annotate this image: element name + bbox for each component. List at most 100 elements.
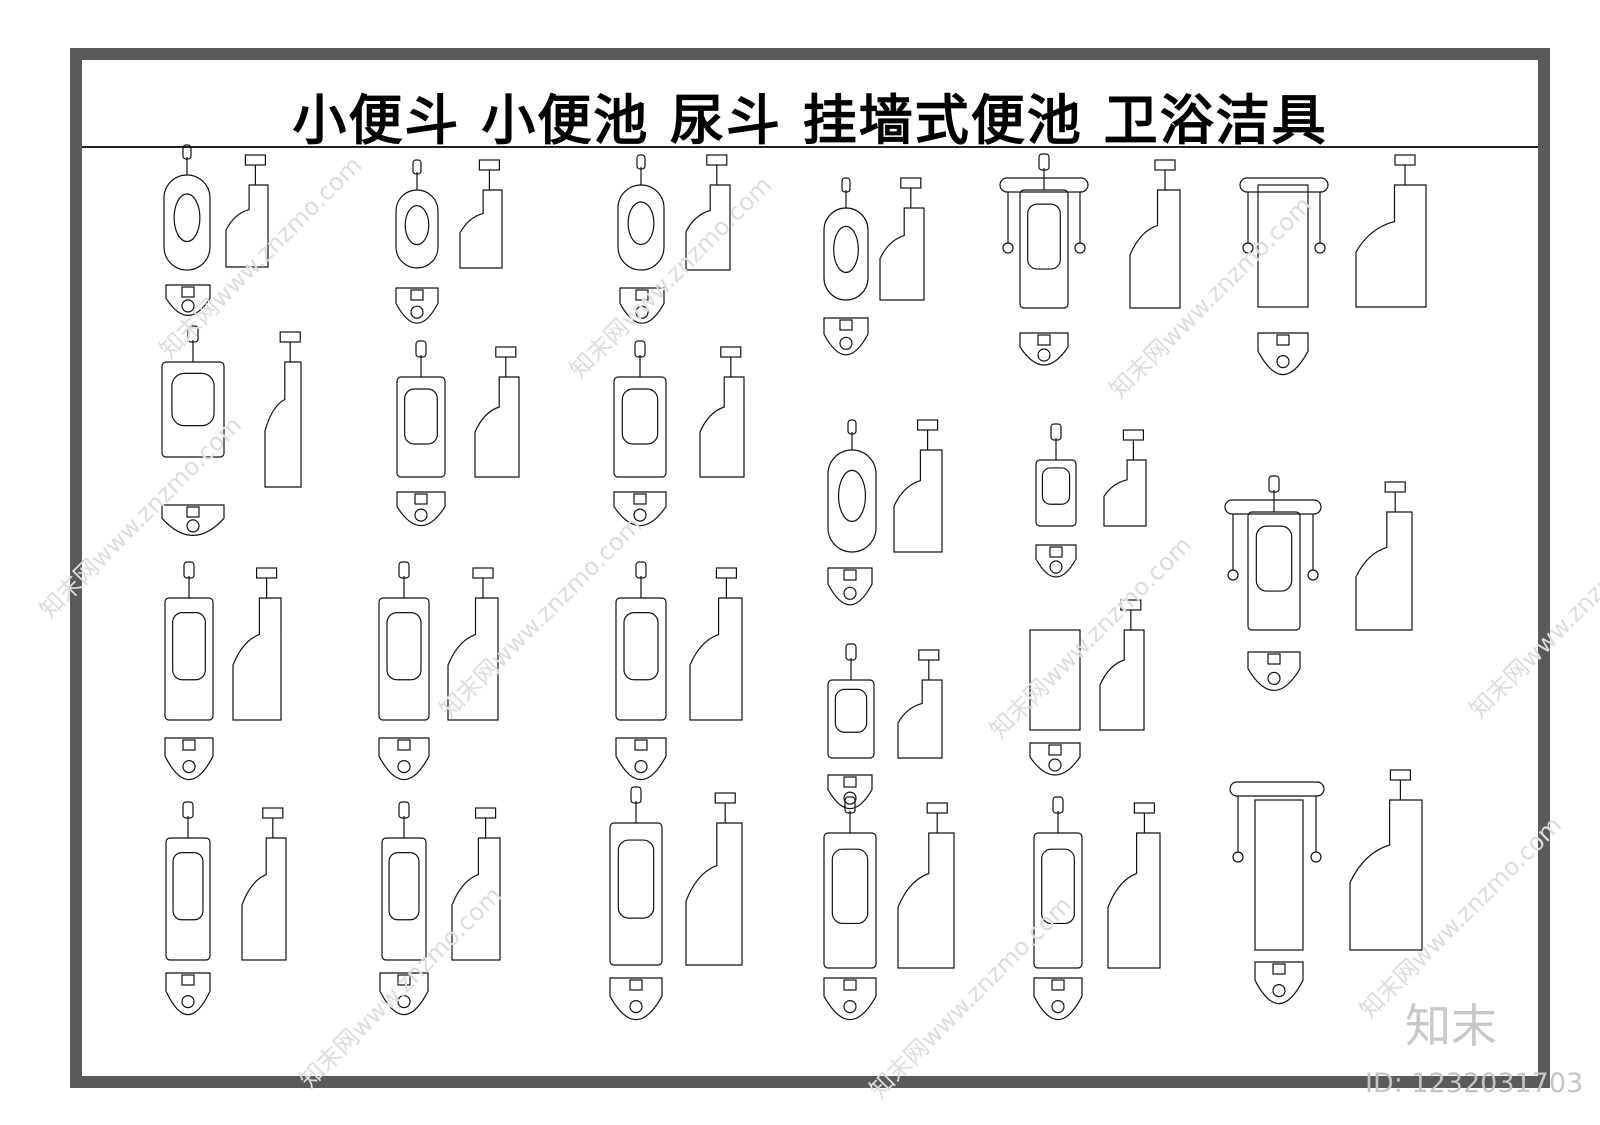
u14-valve [916,419,939,431]
u13-sensor [841,177,851,193]
u1-valve [244,154,266,166]
u11-bowl [623,612,659,681]
u18-valve [1122,429,1145,441]
u20-valve [1133,802,1156,814]
u16-drain [843,999,857,1014]
u9-plan [619,287,665,324]
u11-side [689,597,743,721]
u3-drain [182,759,196,774]
u18-plan [1035,544,1077,578]
u15-drain [843,791,857,805]
u1-drain [181,299,195,313]
u16-outlet [843,979,857,991]
u20-side [1107,832,1161,969]
u6-plan [396,491,446,526]
u20-outlet [1051,979,1065,991]
u3-bowl [172,612,206,681]
u16-plan [823,977,877,1021]
u2-sensor [187,325,199,343]
u13-valve [900,177,922,189]
u15-outlet [843,776,857,788]
u3-plan [164,737,214,781]
u14-bowl [837,469,867,522]
u14-plan [827,567,873,606]
u14-body [827,449,877,553]
u18-side [1103,459,1147,527]
u4-sensor [182,801,194,819]
u22-drain [1267,671,1281,686]
u11-valve [715,567,738,579]
u12-bowl [617,839,655,919]
u10-drain [633,508,647,522]
u14-drain [843,586,857,600]
u15-sensor [845,643,857,661]
u22-side [1355,511,1413,631]
u7-outlet [397,739,411,751]
u17-side [1129,189,1181,309]
u19-valve [1120,599,1142,611]
u20-sensor [1052,796,1064,814]
u22-sensor [1268,475,1280,493]
g4-bar-top [1229,781,1325,797]
u20-bowl [1041,848,1075,925]
u19-drain [1048,758,1062,772]
u1-body [163,174,211,271]
u11-plan [615,737,667,781]
u6-side [474,376,520,478]
u3-sensor [183,561,195,579]
u8-side [451,837,501,961]
u4-plan [165,972,211,1016]
u14-side [893,449,943,553]
g2-knob-l [1242,242,1254,254]
g4-knob-r [1310,851,1322,863]
u8-valve [475,807,497,819]
u17-drain [1037,348,1051,362]
g1-knob-l [1002,242,1014,254]
u19-plan [1029,742,1081,776]
u2-drain [186,519,200,533]
u9-body [617,184,665,271]
drawing-sheet: 小便斗 小便池 尿斗 挂墙式便池 卫浴洁具 [70,48,1550,1088]
watermark-brand: 知末 [1405,999,1497,1053]
u1-outlet [181,286,195,298]
u8-plan [379,972,429,1016]
u4-side [241,837,287,961]
u13-bowl [833,225,859,273]
u22-outlet [1267,653,1281,665]
u19-body [1029,629,1081,731]
u17-plan [1019,332,1069,366]
u5-body [395,189,439,269]
u4-drain [181,994,195,1009]
u8-sensor [398,801,410,819]
u10-side [699,376,745,478]
u5-side [459,189,503,269]
u13-drain [839,336,853,350]
u2-bowl [171,372,215,427]
g4-knob-l [1232,851,1244,863]
u18-drain [1049,560,1063,574]
u17-sensor [1038,153,1050,171]
u14-sensor [847,419,857,435]
u16-bowl [831,848,869,925]
u5-plan [395,287,439,324]
u20-plan [1033,977,1083,1021]
u23-drain [1272,983,1286,998]
u21-drain [1276,355,1290,369]
u8-outlet [397,974,411,986]
u18-bowl [1041,467,1071,505]
u11-sensor [635,561,647,579]
u21-valve [1394,154,1416,166]
u22-valve [1384,481,1406,493]
u23-body [1254,799,1304,951]
u17-outlet [1037,334,1051,346]
page-title: 小便斗 小便池 尿斗 挂墙式便池 卫浴洁具 [292,89,1328,152]
u6-outlet [414,493,428,505]
u6-sensor [415,340,427,358]
u19-side [1099,629,1145,731]
u6-valve [495,346,517,358]
u9-sensor [636,154,646,170]
u22-bowl [1255,525,1293,592]
u22-plan [1247,651,1301,691]
u23-outlet [1272,963,1286,975]
u12-plan [609,977,663,1021]
